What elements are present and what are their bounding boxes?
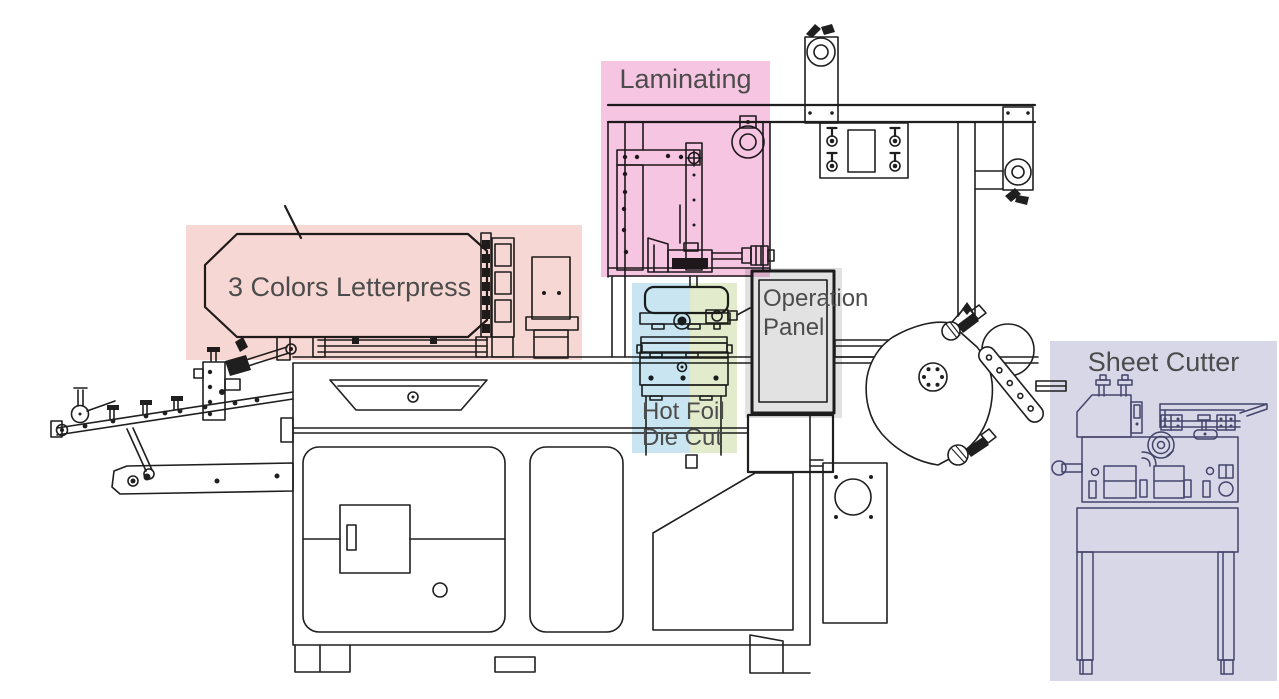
letterpress-highlight: [186, 225, 582, 360]
web-infeed-arm-drawing: [50, 337, 297, 495]
operation-panel-label: Operation Panel: [763, 285, 869, 342]
sheet-cutter-highlight: [1050, 341, 1277, 681]
rewinder-turret-drawing: [834, 304, 1067, 466]
letterpress-label: 3 Colors Letterpress: [228, 272, 472, 302]
hot-foil-label: Hot Foil: [642, 398, 725, 425]
hot-foil-highlight: [632, 283, 690, 453]
laminating-highlight: [601, 61, 770, 277]
laminating-label: Laminating: [619, 64, 752, 94]
sheet-cutter-drawing: [1051, 374, 1268, 675]
operation-panel-highlight: [745, 268, 842, 418]
die-cut-highlight: [690, 283, 737, 453]
die-cut-label: Die Cut: [642, 424, 723, 451]
sheet-cutter-label: Sheet Cutter: [1087, 347, 1240, 377]
